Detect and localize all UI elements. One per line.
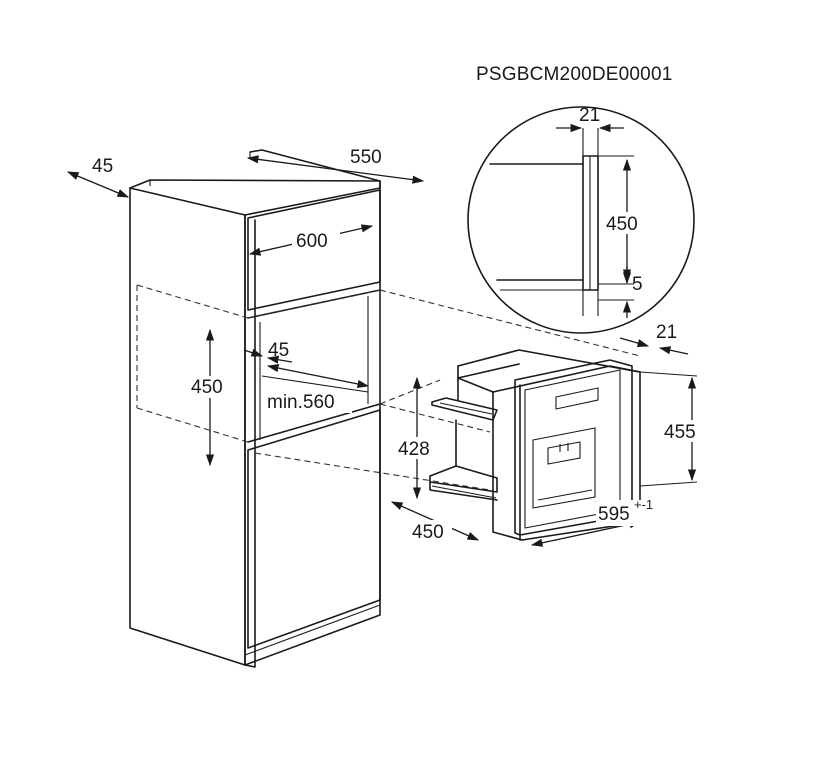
dim-side-depth-label: 45 [92,156,113,177]
dim-detail-bottom-label: 5 [632,274,643,295]
dim-appliance-depth-label: 450 [412,522,444,543]
dim-niche-height: 450 [190,328,232,467]
dim-appliance-total-height: 455 [639,371,706,487]
dim-front-width: 600 [248,224,374,256]
dim-appliance-depth: 450 [390,501,480,543]
dim-niche-depth: min.560 [266,364,370,413]
dim-detail-height: 450 [604,158,648,282]
dim-niche-height-label: 450 [191,377,223,398]
dim-detail-gap: 21 [556,105,624,133]
dim-appliance-width: 595 +-1 [530,497,668,547]
dim-appliance-body-height: 428 [397,376,439,500]
dim-appliance-width-label: 595 [598,504,630,525]
dim-niche-recess: 45 [243,340,293,364]
model-code: PSGBCM200DE00001 [476,64,672,85]
detail-view [467,106,695,334]
dim-side-depth: 45 [66,156,130,198]
dim-top-depth-label: 550 [350,147,382,168]
projection-lines [136,284,641,491]
dim-front-width-label: 600 [296,231,328,252]
dim-appliance-front-offset-label: 21 [656,322,677,343]
dim-niche-recess-label: 45 [268,340,289,361]
dim-appliance-body-height-label: 428 [398,439,430,460]
dim-detail-height-label: 450 [606,214,638,235]
dim-detail-gap-label: 21 [579,105,600,126]
dim-top-depth: 550 [246,147,425,184]
dim-detail-bottom: 5 [622,266,643,318]
dim-appliance-front-offset: 21 [619,322,689,355]
dim-appliance-total-height-label: 455 [664,422,696,443]
dim-niche-depth-label: min.560 [267,392,335,413]
dim-appliance-width-tolerance: +-1 [634,497,653,512]
